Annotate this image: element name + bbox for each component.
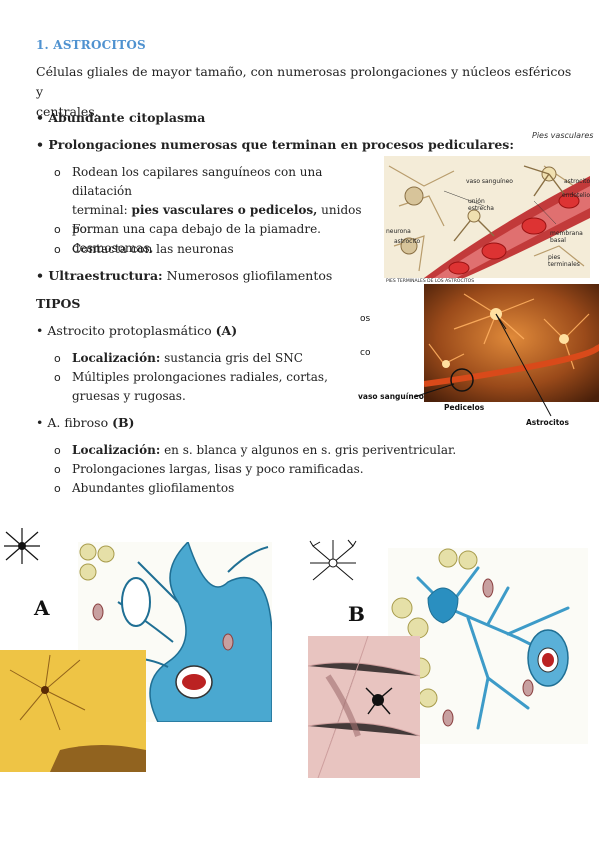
sub-marker: o [54,463,61,476]
bullet-fibrous: • A. fibroso (B) [36,415,135,430]
fig1-label: astrocito [394,238,421,245]
intro-line: centrales. [36,104,99,119]
sub-item-proto-prolongations: o Múltiples prolongaciones radiales, cor… [54,370,328,403]
fibrous-micrograph [308,636,420,778]
fig2-label: vaso sanguíneo [358,392,424,401]
intro-line: Células gliales de mayor tamaño, con num… [36,64,572,99]
fig2-label: Pedicelos [444,403,485,412]
panel-label-a: A [34,596,50,620]
bullet-protoplasmic: • Astrocito protoplasmático (A) [36,323,238,338]
sub-item-capillaries: o Rodean los capilares sanguíneos con un… [54,163,374,258]
fig1-label: vaso sanguíneo [466,178,513,185]
figure-vascular-feet: vaso sanguíneo unión estrecha neurona as… [384,156,590,286]
fig1-label: neurona [386,228,411,235]
sub-text: Rodean los capilares sanguíneos con una … [72,165,323,198]
sub-item-fib-gliofilaments: o Abundantes gliofilamentos [54,479,474,498]
sub-item-fib-prolongations: o Prolongaciones largas, lisas y poco ra… [54,460,474,479]
sub-marker: o [54,166,61,179]
fig1-label: astrocito [564,178,591,185]
fig1-footer: PIES TERMINALES DE LOS ASTROCITOS [386,279,475,284]
figure-astrocyte-micrograph: os co vaso sanguíneo Pedicelos Astrocito… [356,284,599,432]
sub-item-neurons: o Contacta con las neuronas [54,240,374,259]
fig1-label: pies terminales [548,254,580,268]
fig1-label: unión estrecha [468,198,494,212]
fig1-label: membrana basal [550,230,583,244]
micrograph-pointer-lines [413,313,552,417]
sub-text: Forman una capa debajo de la piamadre. [72,222,321,236]
figure-astrocyte-types: A [0,522,599,792]
section-title: 1. ASTROCITOS [36,38,146,52]
sub-text: Contacta con las neuronas [72,242,234,256]
sub-marker: o [54,352,61,365]
fig2-label: Astrocitos [526,418,569,427]
panel-label-b: B [348,602,365,626]
tipos-heading: TIPOS [36,296,81,311]
bullet-cytoplasm: • Abundante citoplasma [36,110,206,125]
sub-marker: o [54,243,61,256]
protoplasmic-micrograph [0,650,146,772]
bullet-prolongations: • Prolongaciones numerosas que terminan … [36,137,514,152]
fibrous-illustration [388,548,588,744]
bullet-ultrastructure: • Ultraestructura: Numerosos gliofilamen… [36,268,333,283]
sub-item-fib-location: o Localización: en s. blanca y algunos e… [54,441,474,460]
fig2-side-text: co [360,348,371,358]
fig1-label: endotelio [562,192,591,199]
sub-text: desmosomas. [72,241,154,255]
sub-marker: o [54,444,61,457]
figure-caption: Pies vasculares [532,131,594,140]
sub-item-proto-location: o Localización: sustancia gris del SNC [54,349,354,368]
fibrous-sketch-icon [309,539,357,581]
intro-paragraph: Células gliales de mayor tamaño, con num… [36,62,576,122]
sub-marker: o [54,482,61,495]
sub-text: terminal: pies vasculares o pedicelos, u… [72,203,362,236]
vascular-feet-illustration [384,156,590,278]
sub-marker: o [54,371,61,384]
protoplasmic-sketch-icon [4,528,40,564]
sub-marker: o [54,223,61,236]
sub-item-piamadre: o Forman una capa debajo de la piamadre. [54,220,374,239]
fig2-side-text: os [360,314,371,324]
